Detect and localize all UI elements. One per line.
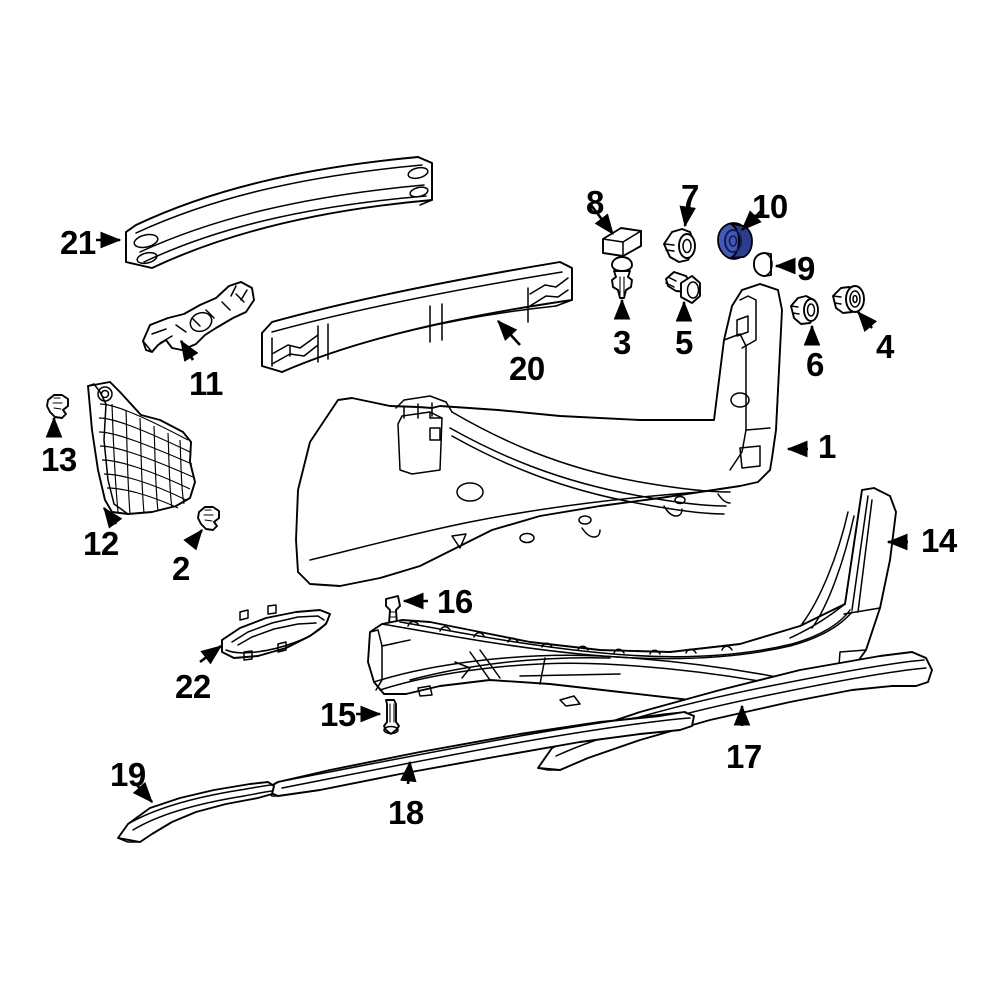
callout-label-3[interactable]: 3 [613,324,631,361]
callout-label-14[interactable]: 14 [921,522,957,559]
callout-label-18[interactable]: 18 [388,794,424,831]
callout-label-21[interactable]: 21 [60,224,96,261]
leader-10 [741,209,763,231]
callout-label-22[interactable]: 22 [175,668,211,705]
part-12-splash-shield [87,381,196,515]
part-7-bolt-washer [663,228,696,263]
leader-2 [183,528,204,551]
callout-label-20[interactable]: 20 [509,350,545,387]
callout-label-8[interactable]: 8 [586,184,604,221]
part-3-push-pin [611,256,633,299]
callout-label-10[interactable]: 10 [752,188,788,225]
leader-8 [589,204,615,236]
leader-7 [679,204,696,228]
part-13-clip [46,394,69,419]
part-18-lower-molding-center [263,711,695,797]
callout-label-15[interactable]: 15 [320,696,356,733]
part-19-lower-molding-left [117,781,275,843]
callout-label-7[interactable]: 7 [681,178,699,215]
callout-label-4[interactable]: 4 [876,328,894,365]
callout-label-19[interactable]: 19 [110,756,146,793]
callout-label-12[interactable]: 12 [83,525,119,562]
callout-label-5[interactable]: 5 [675,324,693,361]
part-22-reflector-garnish [221,604,331,661]
leader-11 [179,339,199,362]
leader-19 [132,781,153,803]
part-4-screw-grommet [832,285,865,314]
part-8-block-spacer [602,227,642,257]
leader-22 [199,644,223,665]
callout-label-9[interactable]: 9 [797,250,815,287]
callout-label-6[interactable]: 6 [806,346,824,383]
leader-18 [399,760,417,785]
part-11-side-bracket [142,281,255,353]
part-10-grommet-highlighted[interactable] [717,222,753,260]
part-5-flange-bolt [665,271,701,304]
callout-label-16[interactable]: 16 [437,583,473,620]
leader-12 [102,506,123,529]
part-1-rear-body-panel [295,283,783,587]
leader-4 [857,311,878,333]
callout-label-2[interactable]: 2 [172,550,190,587]
callout-label-1[interactable]: 1 [818,428,836,465]
callout-label-17[interactable]: 17 [726,738,762,775]
part-2-clip [197,506,220,531]
part-9-small-nut [753,252,773,277]
part-6-push-rivet [790,295,819,325]
part-21-reinforcement-beam [125,156,433,269]
part-20-energy-absorber [261,261,573,373]
leader-20 [497,320,521,346]
callout-label-13[interactable]: 13 [41,441,77,478]
part-15-pin-clip [383,699,400,735]
callout-label-11[interactable]: 11 [189,365,223,402]
